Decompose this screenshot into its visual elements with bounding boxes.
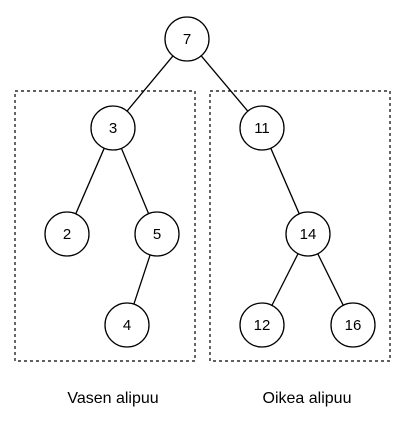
tree-node-11: 11 [239, 105, 285, 151]
edge-7-11 [200, 55, 249, 112]
node-circle [90, 105, 136, 151]
node-circle [164, 16, 210, 62]
tree-node-12: 12 [239, 302, 285, 348]
node-label: 4 [123, 317, 131, 334]
node-label: 14 [300, 226, 317, 243]
edge-14-12 [271, 253, 299, 306]
tree-node-5: 5 [134, 211, 180, 257]
edge-3-5 [120, 148, 150, 214]
node-label: 11 [254, 120, 270, 137]
node-label: 12 [254, 317, 271, 334]
node-circle [285, 211, 331, 257]
tree-nodes: 7 3 11 2 5 4 14 12 16 [44, 16, 376, 348]
node-label: 2 [63, 226, 71, 243]
edge-11-14 [270, 147, 300, 215]
node-circle [134, 211, 180, 257]
node-label: 7 [183, 31, 191, 48]
tree-node-14: 14 [285, 211, 331, 257]
node-circle [239, 105, 285, 151]
right-subtree-label: Oikea alipuu [263, 390, 352, 407]
tree-node-16: 16 [330, 302, 376, 348]
tree-node-7: 7 [164, 16, 210, 62]
tree-edges [75, 55, 344, 306]
tree-node-2: 2 [44, 211, 90, 257]
node-label: 16 [345, 317, 362, 334]
tree-node-4: 4 [104, 302, 150, 348]
node-circle [44, 211, 90, 257]
tree-node-3: 3 [90, 105, 136, 151]
right-subtree-box [209, 90, 391, 362]
node-circle [104, 302, 150, 348]
node-label: 5 [153, 226, 161, 243]
node-circle [239, 302, 285, 348]
edge-3-2 [75, 147, 105, 215]
edge-14-16 [317, 253, 344, 306]
left-subtree-label: Vasen alipuu [67, 390, 158, 407]
edge-7-3 [126, 55, 174, 112]
left-subtree-box [14, 90, 196, 362]
node-label: 3 [109, 120, 117, 137]
node-circle [330, 302, 376, 348]
edge-5-4 [133, 254, 151, 305]
